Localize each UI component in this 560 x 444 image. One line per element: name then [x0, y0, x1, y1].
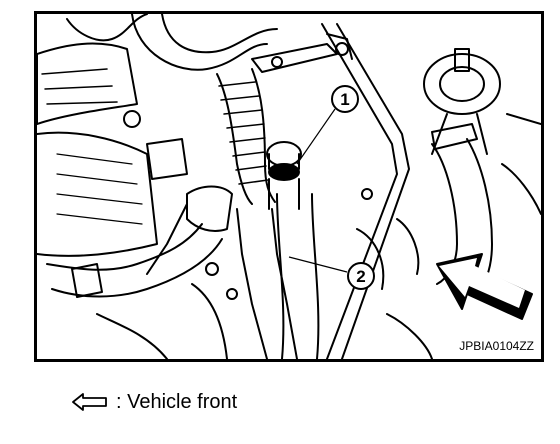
- legend: : Vehicle front: [72, 389, 237, 415]
- callout-1-label: 1: [340, 90, 349, 109]
- callout-2-label: 2: [356, 267, 365, 286]
- callout-2-leader: [288, 256, 348, 273]
- callout-1: 1: [331, 85, 359, 113]
- figure-code: JPBIA0104ZZ: [459, 339, 534, 353]
- callout-2: 2: [347, 262, 375, 290]
- engine-bay-drawing: 1 2 JPBIA0104ZZ: [37, 14, 541, 359]
- engine-bay-illustration: 1 2 JPBIA0104ZZ: [34, 11, 544, 362]
- front-arrow-icon: [72, 393, 107, 411]
- legend-text: : Vehicle front: [116, 390, 238, 413]
- callout-1-leader: [296, 108, 336, 165]
